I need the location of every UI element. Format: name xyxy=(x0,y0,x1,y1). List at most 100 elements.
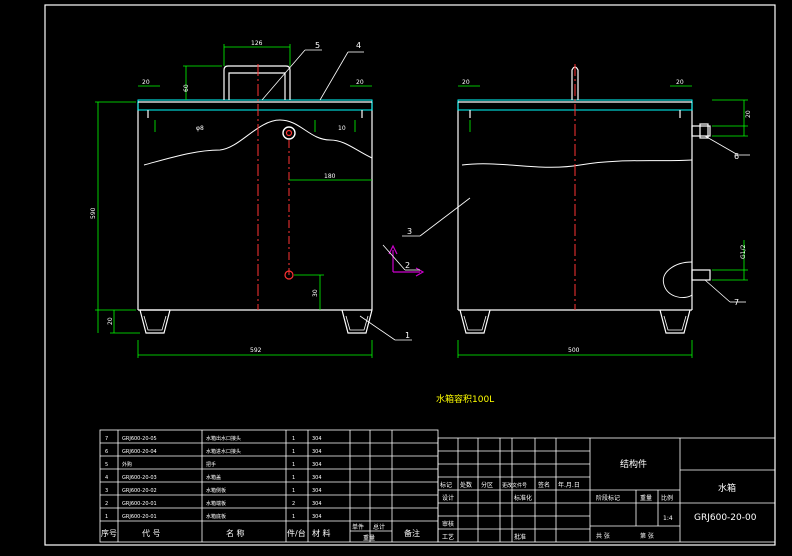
drawing-number: GRJ600-20-00 xyxy=(694,513,757,523)
bom-mat: 304 xyxy=(312,475,322,481)
bom-name: 水箱出水口接头 xyxy=(206,435,241,442)
scale-value: 1:4 xyxy=(663,515,673,522)
side-view xyxy=(457,66,711,334)
dim-inner-right: 10 xyxy=(338,125,346,132)
front-dimension-labels: 126 60 20 20 φ8 10 180 590 20 30 592 xyxy=(90,40,364,354)
bom-no: 1 xyxy=(105,514,108,520)
dim-left-top: 20 xyxy=(142,79,150,86)
bom-name: 水箱侧板 xyxy=(206,487,226,494)
bom-no: 2 xyxy=(105,501,108,507)
rev-label-sign: 签名 xyxy=(538,481,550,489)
balloon-4: 4 xyxy=(356,41,361,50)
bom-no: 6 xyxy=(105,449,108,455)
bom-mat: 304 xyxy=(312,462,322,468)
bom-row: 4 GRJ600-20-03 水箱盖 1 304 xyxy=(105,474,322,481)
bom-header-total: 总计 xyxy=(373,523,385,531)
bom-code: 外购 xyxy=(122,461,132,468)
bom-header-qty: 件/台 xyxy=(287,528,306,538)
ucs-icon xyxy=(382,244,425,277)
balloon-5: 5 xyxy=(315,41,320,50)
balloon-1: 1 xyxy=(405,331,410,340)
bom-code: GRJ600-20-01 xyxy=(122,501,157,507)
side-dimension-labels: 20 20 500 20 G1/2 xyxy=(462,79,752,354)
dim-side-right-top: 20 xyxy=(676,79,684,86)
bom-mat: 304 xyxy=(312,488,322,494)
balloon-3: 3 xyxy=(407,227,412,236)
bom-qty: 1 xyxy=(292,449,295,455)
bom-header-weight: 重量 xyxy=(363,534,375,542)
bom-table-grid xyxy=(99,429,439,543)
bom-header-code: 代 号 xyxy=(142,528,161,538)
dim-side-top: 20 xyxy=(462,79,470,86)
bom-no: 5 xyxy=(105,462,108,468)
bom-mat: 304 xyxy=(312,449,322,455)
part-name: 水箱 xyxy=(718,482,736,494)
bom-row: 7 GRJ600-20-05 水箱出水口接头 1 304 xyxy=(105,435,322,442)
bom-code: GRJ600-20-04 xyxy=(122,449,157,455)
bom-mat: 304 xyxy=(312,436,322,442)
bom-header-single: 单件 xyxy=(352,523,364,531)
outer-frame xyxy=(44,4,776,546)
label-weight: 重量 xyxy=(640,494,652,502)
stage-mark: 阶段标记 xyxy=(596,494,620,502)
bom-name: 水箱底板 xyxy=(206,513,226,520)
bom-qty: 1 xyxy=(292,475,295,481)
dim-center-offset: 180 xyxy=(324,173,336,180)
bom-row: 6 GRJ600-20-04 水箱进水口接头 1 304 xyxy=(105,448,322,455)
dim-foot-height: 20 xyxy=(107,317,114,325)
bom-qty: 2 xyxy=(292,501,295,507)
bom-rows: 7 GRJ600-20-05 水箱出水口接头 1 304 6 GRJ600-20… xyxy=(105,435,322,520)
side-leaders xyxy=(402,135,750,303)
dim-handle-height: 60 xyxy=(183,84,190,92)
rev-label-zone: 分区 xyxy=(481,481,493,489)
rev-label-mark: 标记 xyxy=(440,481,452,489)
bom-qty: 1 xyxy=(292,488,295,494)
bom-header-remark: 备注 xyxy=(404,528,420,538)
bom-header: 序号 代 号 名 称 件/台 材 料 单件 总计 重量 备注 xyxy=(101,523,420,542)
drawing-caption: 水箱容积100L xyxy=(436,393,494,405)
label-process: 工艺 xyxy=(442,533,454,541)
rev-label-doc: 更改文件号 xyxy=(502,482,527,489)
bom-row: 3 GRJ600-20-02 水箱侧板 1 304 xyxy=(105,487,322,494)
label-standard: 标准化 xyxy=(514,494,532,502)
front-dimensions xyxy=(95,44,373,358)
dim-side-width: 500 xyxy=(568,347,580,354)
bom-code: GRJ600-20-05 xyxy=(122,436,157,442)
dim-handle-width: 126 xyxy=(251,40,263,47)
label-design: 设计 xyxy=(442,494,454,502)
sheet-no: 第 张 xyxy=(640,532,654,540)
bom-code: GRJ600-20-02 xyxy=(122,488,157,494)
bom-header-no: 序号 xyxy=(101,528,117,538)
company-name: 结构件 xyxy=(620,458,647,470)
dim-front-width: 592 xyxy=(250,347,262,354)
dim-inlet-height: 30 xyxy=(312,289,319,297)
balloon-6: 6 xyxy=(734,152,739,161)
bom-no: 7 xyxy=(105,436,108,442)
balloon-7: 7 xyxy=(734,298,739,307)
bom-qty: 1 xyxy=(292,462,295,468)
front-leaders xyxy=(261,49,412,341)
balloon-2: 2 xyxy=(405,261,410,270)
rev-label-count: 处数 xyxy=(460,481,472,489)
label-scale: 比例 xyxy=(661,494,673,502)
bom-code: GRJ600-20-01 xyxy=(122,514,157,520)
bom-row: 2 GRJ600-20-01 水箱端板 2 304 xyxy=(105,500,322,507)
bom-name: 把手 xyxy=(206,461,216,468)
bom-code: GRJ600-20-03 xyxy=(122,475,157,481)
bom-qty: 1 xyxy=(292,514,295,520)
dim-right-top: 20 xyxy=(356,79,364,86)
dim-side-c: G1/2 xyxy=(740,245,747,259)
bom-qty: 1 xyxy=(292,436,295,442)
bom-row: 1 GRJ600-20-01 水箱底板 1 304 xyxy=(105,513,322,520)
dim-side-a: 20 xyxy=(745,110,752,118)
title-block-grid xyxy=(437,437,776,543)
bom-mat: 304 xyxy=(312,501,322,507)
bom-name: 水箱端板 xyxy=(206,500,226,507)
bom-header-name: 名 称 xyxy=(226,528,245,538)
bom-header-mat: 材 料 xyxy=(312,528,331,538)
rev-label-date: 年.月.日 xyxy=(558,481,580,489)
side-dimensions xyxy=(457,85,748,358)
bom-name: 水箱盖 xyxy=(206,474,221,481)
label-approve: 批准 xyxy=(514,533,526,541)
